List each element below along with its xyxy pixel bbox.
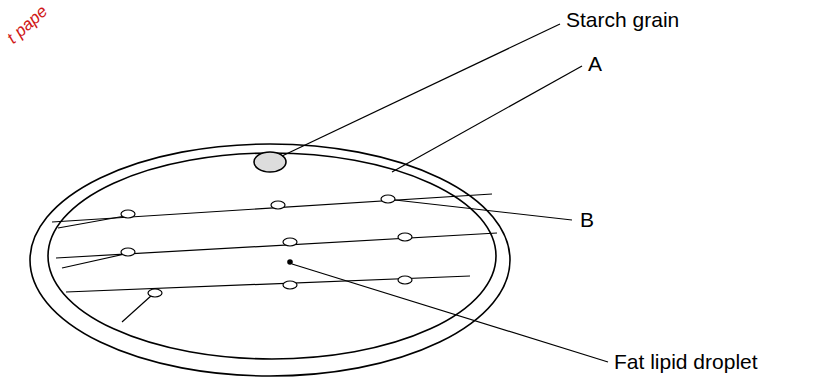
part-label: A — [588, 52, 602, 75]
part-label: Fat lipid droplet — [614, 350, 758, 373]
starch-grain — [254, 152, 286, 172]
part-label: Starch grain — [566, 8, 679, 31]
watermark: t pape — [4, 2, 52, 48]
outer-wall — [30, 144, 510, 376]
lipid-dot — [288, 260, 292, 264]
inner-membrane — [48, 153, 496, 359]
beads — [121, 195, 412, 297]
strands — [52, 194, 497, 322]
leader-lines — [282, 24, 608, 362]
part-label: B — [580, 208, 594, 231]
